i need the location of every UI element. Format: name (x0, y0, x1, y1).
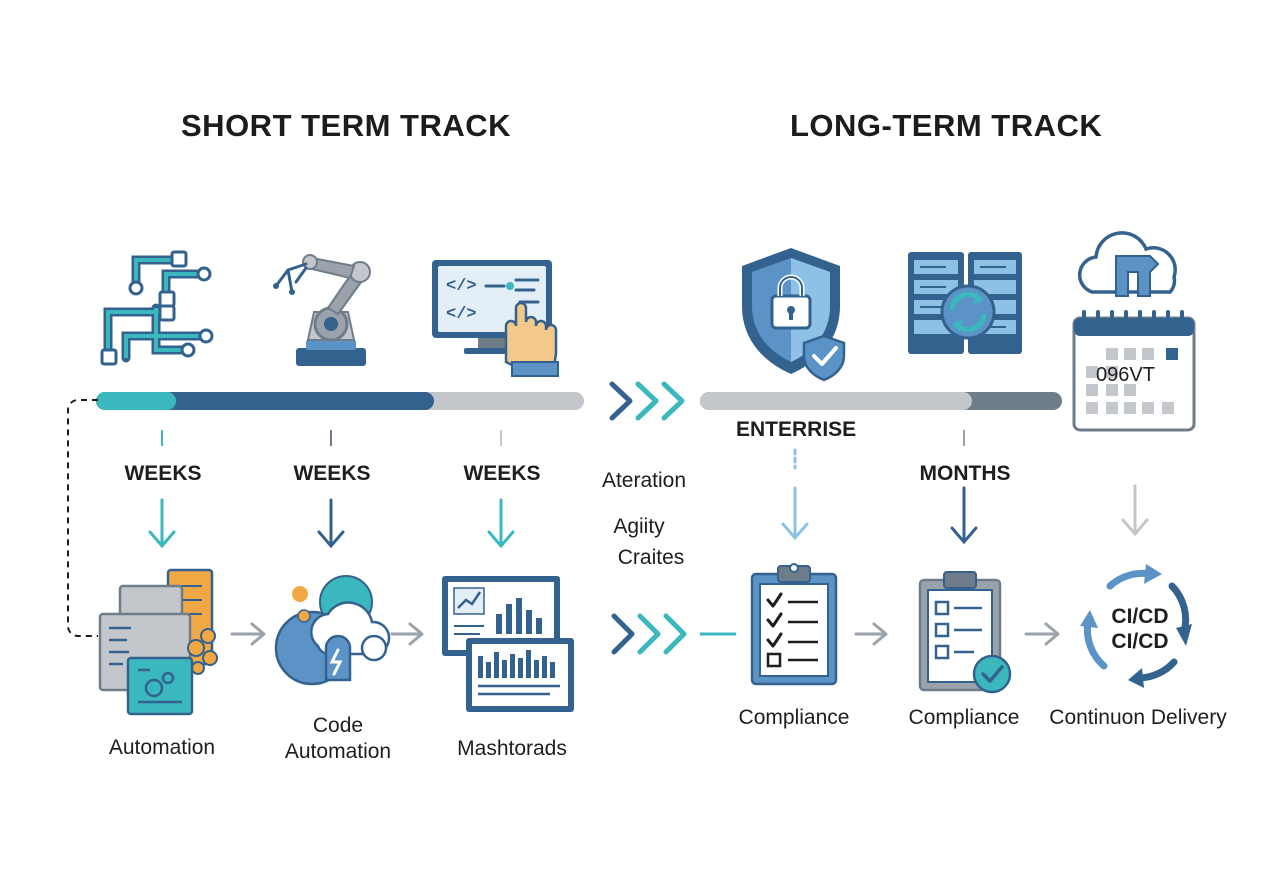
clipboard-approved-icon (918, 571, 1012, 694)
svg-text:</>: </> (446, 305, 477, 324)
caption-automation: Automation (108, 736, 216, 759)
duration-label-3: WEEKS (463, 462, 541, 485)
pipeline-network-icon (100, 250, 214, 366)
duration-label-2: WEEKS (293, 462, 371, 485)
automation-documents-icon (98, 568, 218, 716)
shield-lock-icon (742, 248, 846, 382)
caption-continuous-delivery: Continuon Delivery (1049, 706, 1227, 729)
cicd-text-1: CI/CD (1111, 605, 1169, 628)
flow-arrows (230, 613, 1060, 655)
middle-text-agility: Agiity (613, 515, 665, 538)
caption-code-automation-line2: Automation (284, 740, 392, 763)
cicd-text-2: CI/CD (1111, 630, 1169, 653)
short-track-progress (96, 392, 434, 410)
dashboards-icon (442, 576, 574, 712)
caption-dashboards: Mashtorads (457, 737, 567, 760)
middle-text-iteration: Ateration (601, 469, 687, 492)
caption-compliance-1: Compliance (738, 706, 850, 729)
track-bars (96, 381, 1062, 421)
long-term-heading: LONG-TERM TRACK (790, 108, 1103, 143)
cicd-cycle-icon (1080, 564, 1192, 688)
robotic-arm-icon (273, 254, 371, 366)
long-track-progress (700, 392, 972, 410)
enterprise-label: ENTERRISE (736, 418, 857, 441)
tick-marks (161, 430, 965, 446)
calendar-text: 096VT (1096, 364, 1155, 386)
short-track-start (96, 392, 176, 410)
caption-code-automation-line1: Code (312, 714, 364, 737)
down-arrows (148, 448, 1149, 549)
server-sync-icon (908, 252, 1022, 354)
loop-connector (67, 399, 98, 637)
caption-compliance-2: Compliance (908, 706, 1020, 729)
short-term-heading: SHORT TERM TRACK (181, 108, 512, 143)
code-monitor-icon: </> </> (432, 260, 559, 377)
cloud-calendar-icon (1072, 231, 1196, 432)
cloud-cluster-icon (274, 575, 391, 686)
svg-text:</>: </> (446, 277, 477, 296)
clipboard-checklist-icon (750, 563, 838, 686)
middle-text-creates: Craites (617, 546, 685, 569)
months-label: MONTHS (919, 462, 1011, 485)
duration-label-1: WEEKS (124, 462, 202, 485)
